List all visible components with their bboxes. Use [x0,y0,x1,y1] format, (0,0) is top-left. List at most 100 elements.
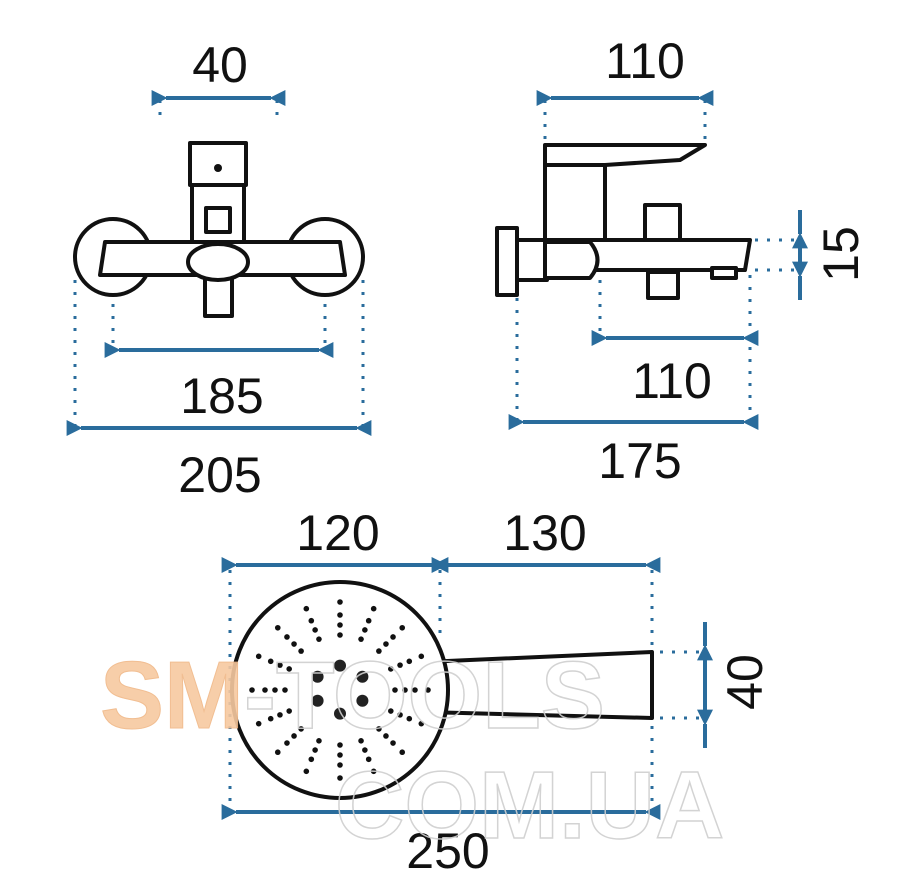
dim-inner-span: 185 [180,368,263,424]
mixer-cap [188,141,248,187]
nozzle-dot [358,636,364,642]
front-view: 40 185 205 [66,37,372,503]
nozzle-dot [337,632,343,638]
dim-height: 15 [813,226,869,282]
center-nozzle [334,707,346,720]
nozzle-dot [388,666,394,672]
nozzle-dot [255,720,262,727]
dim-handle-length: 130 [503,505,586,561]
nozzle-dot [337,599,343,605]
nozzle-dot [255,653,262,660]
indicator-dot [214,164,222,172]
nozzle-dot [397,712,403,718]
dim-total-depth: 175 [598,433,681,489]
shower-nozzles [249,599,431,781]
nozzle-dot [362,627,368,633]
watermark-sm: SM [100,642,244,749]
nozzle-dot [316,636,322,642]
nozzle-dot [249,687,255,693]
dim-handle-width: 40 [717,654,773,710]
lever [543,143,707,167]
nozzle-dot [376,648,382,654]
nozzle-dot [337,762,343,768]
nozzle-dot [284,634,290,640]
diverter-top [643,203,682,242]
watermark-tools: -TOOLS [244,642,605,749]
nozzle-dot [362,747,368,753]
dim-handle-width: 40 [192,37,248,93]
nozzle-dot [274,749,281,756]
spout-oval [186,242,250,282]
nozzle-dot [425,687,431,693]
nozzle-dot [277,662,283,668]
nozzle-dot [277,712,283,718]
center-nozzle [356,670,369,683]
nozzle-dot [312,627,318,633]
nozzle-dot [365,617,372,624]
nozzle-dot [392,687,398,693]
nozzle-dot [272,687,278,693]
nozzle-dot [312,747,318,753]
nozzle-dot [402,687,408,693]
watermark-line1: SM-TOOLS [100,642,605,749]
nozzle-dot [274,624,281,631]
nozzle-dot [390,740,396,746]
nozzle-dot [337,622,343,628]
nozzle-dot [284,740,290,746]
center-nozzle [311,694,324,707]
wall-plate [495,226,519,297]
dim-outer-span: 205 [178,447,261,503]
nozzle-dot [291,733,297,739]
nozzle-dot [397,662,403,668]
nozzle-dot [282,687,288,693]
nozzle-dot [286,666,292,672]
nozzle-dot [308,617,315,624]
nozzle-dot [303,605,310,612]
nozzle-dot [399,624,406,631]
outlet [203,276,234,318]
nozzle-dot [406,658,413,665]
side-view: 110 15 110 175 [495,33,869,489]
nozzle-dot [370,768,377,775]
spout-bulge [543,240,600,280]
nozzle-dot [406,715,413,722]
diverter-knob [204,206,232,234]
watermark-line2: COM.UA [335,752,724,859]
nozzle-dot [298,726,304,732]
nozzle-dot [370,605,377,612]
front-extension-lines [73,100,365,428]
nozzle-dot [358,738,364,744]
watermark: SM-TOOLS COM.UA [100,641,726,860]
nozzle-dot [337,742,343,748]
nozzle-dot [383,641,389,647]
center-nozzle [311,670,324,683]
dim-spout-length: 110 [632,353,712,409]
nozzle-dot [267,658,274,665]
dim-lever-length: 110 [605,33,685,89]
nozzle-dot [390,634,396,640]
dim-head-diameter: 120 [296,505,379,561]
nozzle-dot [298,648,304,654]
nozzle-dot [376,726,382,732]
connector [515,238,549,282]
nozzle-dot [418,653,425,660]
nozzle-dot [262,687,268,693]
nozzle-dot [316,738,322,744]
nozzle-dot [286,708,292,714]
aerator [710,266,738,280]
nozzle-dot [388,708,394,714]
nozzle-dot [337,612,343,618]
nozzle-dot [308,756,315,763]
hand-shower: 120 130 40 250 [221,505,773,879]
center-nozzle [334,659,346,672]
nozzle-dot [399,749,406,756]
nozzle-dot [412,687,418,693]
nozzle-dot [291,641,297,647]
nozzle-dot [337,775,343,781]
nozzle-dot [267,715,274,722]
body [543,163,607,244]
center-nozzle [356,694,369,707]
nozzle-dot [418,720,425,727]
nozzle-dot [303,768,310,775]
